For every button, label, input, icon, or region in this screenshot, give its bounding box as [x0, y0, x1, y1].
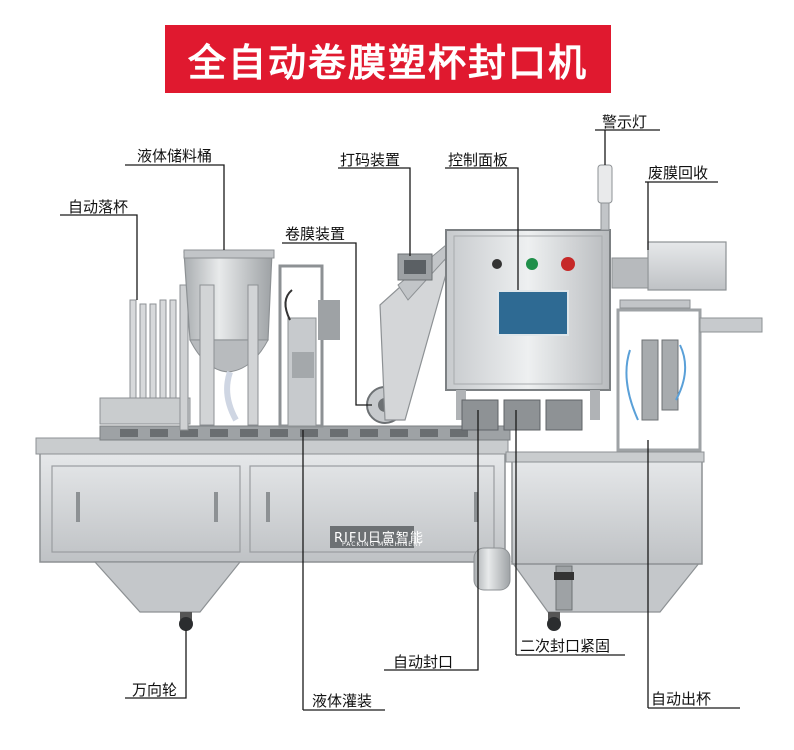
- cup-drop-tubes: [129, 299, 177, 401]
- title-banner-bg: [165, 25, 611, 93]
- caster-wheels: [179, 612, 561, 631]
- stop-button: [561, 257, 575, 271]
- right-cabinet: [511, 457, 703, 565]
- label-auto-cup-out: 自动出杯: [651, 690, 712, 708]
- label-auto-cup-drop: 自动落杯: [68, 198, 129, 216]
- liquid-tank-hopper: [183, 251, 273, 341]
- page-title: 全自动卷膜塑杯封口机: [187, 40, 588, 85]
- leader-lines: [60, 129, 740, 711]
- cup-out-frame: [616, 308, 702, 452]
- label-liquid-tank: 液体储料桶: [137, 147, 213, 165]
- base-cabinet-left: [39, 451, 506, 563]
- label-liquid-filling: 液体灌装: [312, 692, 373, 710]
- sealing-heads: [461, 399, 583, 431]
- label-casters: 万向轮: [132, 681, 178, 699]
- touch-screen: [497, 290, 569, 336]
- base-door-2: [249, 465, 495, 553]
- label-coding-device: 打码装置: [340, 151, 401, 169]
- label-film-roll-device: 卷膜装置: [285, 225, 346, 243]
- label-secondary-sealing: 二次封口紧固: [520, 637, 611, 655]
- hopper-left: [93, 561, 242, 613]
- brand-logo: RIFU日富智能: [334, 531, 424, 546]
- cup-mold-row: [120, 429, 468, 437]
- brand-subtitle: PACKING MACHINERY: [342, 541, 423, 548]
- start-button: [526, 258, 538, 270]
- label-control-panel: 控制面板: [448, 151, 509, 169]
- logo-plate: [330, 526, 414, 548]
- label-auto-sealing: 自动封口: [393, 653, 454, 671]
- warning-light: [597, 164, 613, 204]
- base-door-1: [51, 465, 241, 553]
- air-tank: [473, 547, 511, 591]
- label-warning-light: 警示灯: [602, 113, 648, 131]
- label-waste-film-recovery: 废膜回收: [648, 164, 709, 182]
- hopper-right: [510, 561, 702, 613]
- power-switch: [492, 259, 502, 269]
- waste-film-box: [647, 241, 727, 291]
